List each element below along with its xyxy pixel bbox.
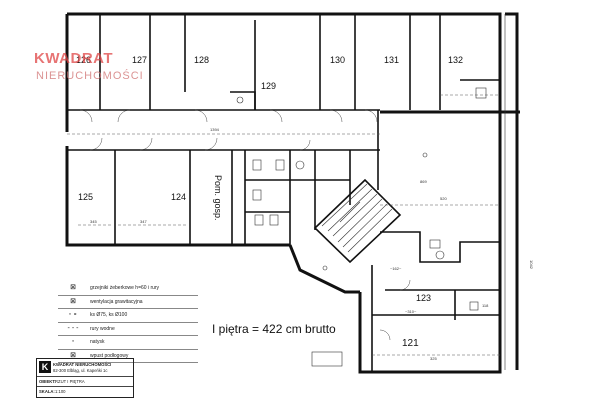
legend-label: ks Ø75, ks Ø100	[90, 312, 128, 318]
drain-pipe-icon: ◦ ∘	[68, 311, 78, 318]
water-pipe-icon: - - -	[67, 324, 79, 332]
dim-room-124: 347	[140, 219, 147, 224]
dim-stair: ~162~	[390, 266, 402, 271]
legend-label: natysk	[90, 339, 105, 345]
room-132: 132	[448, 55, 463, 65]
ventilation-icon: ⊠	[70, 297, 76, 305]
dim-room-121: 325	[430, 356, 437, 361]
logo-name: KWADRAT	[34, 50, 114, 67]
legend-label: rury wodne	[90, 325, 115, 332]
dim-room-123: ~310~	[405, 309, 417, 314]
floor-drain-icon: ⊠	[70, 351, 76, 359]
room-131: 131	[384, 55, 399, 65]
radiator-icon: ⊠	[70, 284, 76, 291]
object-value: RZUT I PIĘTRA	[55, 379, 85, 384]
legend-row: ◦ ∘ ks Ø75, ks Ø100	[58, 309, 198, 323]
legend-row: ⊠ grzejniki żeberkowe h=60 i rury	[58, 282, 198, 296]
legend-label: wpust podłogowy	[90, 352, 129, 359]
legend-row: - - - rury wodne	[58, 323, 198, 336]
title-block: K KWADRAT NIERUCHOMOŚCI 82-300 Elbląg, u…	[36, 358, 134, 398]
logo-subtitle: NIERUCHOMOŚCI	[36, 70, 144, 82]
room-129: 129	[261, 81, 276, 91]
room-123: 123	[416, 293, 431, 303]
dim-wc: 118	[482, 303, 489, 308]
legend-label: wentylacja grawitacyjna	[90, 298, 143, 305]
company-address: 82-300 Elbląg, ul. Kapeńki 1c	[53, 368, 108, 373]
staircase	[313, 178, 402, 264]
scale-label: SKALA:	[39, 389, 55, 394]
room-128: 128	[194, 55, 209, 65]
legend-row: ⊠ wpust podłogowy	[58, 350, 198, 363]
legend-label: grzejniki żeberkowe h=60 i rury	[90, 285, 160, 291]
sanitary-fixtures	[236, 87, 487, 311]
doors	[79, 109, 411, 341]
exterior-walls	[65, 12, 520, 374]
outlet-icon: ◦	[71, 338, 75, 345]
object-label: OBIEKT:	[39, 379, 56, 384]
room-130: 130	[330, 55, 345, 65]
scale-value: 1:100	[55, 389, 66, 394]
interior-walls	[67, 14, 500, 245]
marker-icon	[322, 265, 328, 271]
dim-corridor: 1394	[210, 127, 220, 132]
room-127: 127	[132, 55, 147, 65]
room-125: 125	[78, 192, 93, 202]
stamp-box	[311, 351, 343, 367]
lower-right-rooms	[371, 231, 500, 372]
dim-hall: 869	[420, 179, 427, 184]
company-name: KWADRAT NIERUCHOMOŚCI	[53, 362, 112, 367]
room-124: 124	[171, 192, 186, 202]
room-121: 121	[402, 338, 419, 349]
company-logo-icon: K	[39, 361, 51, 373]
dimension-lines	[67, 14, 506, 370]
dim-hall-width: 520	[440, 196, 447, 201]
marker-icon	[422, 152, 428, 158]
dim-side: 1042	[529, 260, 534, 270]
dim-room-125: 345	[90, 219, 97, 224]
room-utility: Pom. gosp.	[213, 175, 223, 221]
legend-row: ◦ natysk	[58, 336, 198, 350]
room-126: 126	[76, 55, 91, 65]
legend-row: ⊠ wentylacja grawitacyjna	[58, 296, 198, 309]
floor-height-caption: I piętra = 422 cm brutto	[212, 322, 336, 336]
legend: ⊠ grzejniki żeberkowe h=60 i rury ⊠ went…	[58, 282, 198, 363]
